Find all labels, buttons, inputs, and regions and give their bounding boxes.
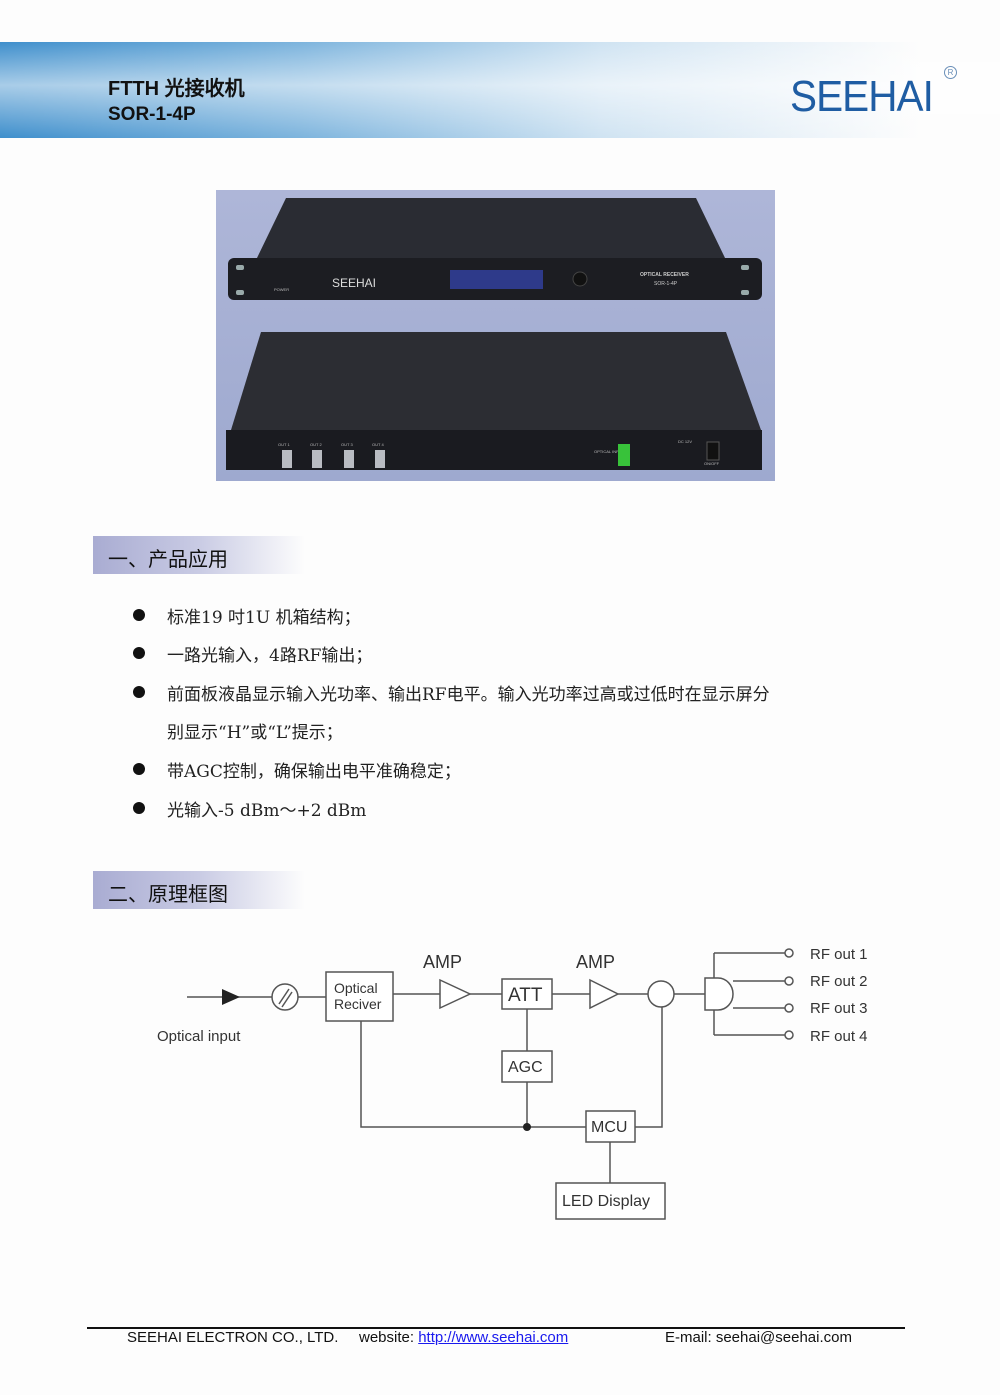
svg-text:AMP: AMP (423, 952, 462, 972)
svg-text:RF out 3: RF out 3 (810, 1000, 868, 1017)
svg-text:LED Display: LED Display (562, 1193, 650, 1210)
splitter-block (704, 977, 734, 1011)
optical-connector (618, 444, 630, 466)
svg-text:OUT 3: OUT 3 (341, 442, 353, 447)
document-title: FTTH 光接收机 (108, 78, 245, 100)
footer-divider (87, 1327, 905, 1329)
input-arrow-icon (222, 989, 240, 1005)
att-block (501, 978, 553, 1010)
product-photo: POWER SEEHAI OPTICAL RECEIVER SOR-1-4P O… (216, 190, 775, 481)
svg-text:OUT 2: OUT 2 (310, 442, 322, 447)
svg-text:AGC: AGC (508, 1059, 543, 1076)
junction-dot (523, 1123, 531, 1131)
svg-text:Optical: Optical (334, 980, 378, 996)
footer-website: website: http://www.seehai.com (359, 1329, 569, 1346)
photodetector-icon (271, 983, 299, 1011)
brand-logo: SEEHAI (790, 72, 934, 121)
svg-text:DC 12V: DC 12V (678, 439, 692, 444)
svg-text:RF out 4: RF out 4 (810, 1028, 868, 1045)
svg-text:RF out 1: RF out 1 (810, 946, 868, 963)
svg-text:Reciver: Reciver (334, 996, 382, 1012)
svg-text:MCU: MCU (591, 1119, 627, 1136)
footer-email: E-mail: seehai@seehai.com (665, 1329, 852, 1346)
svg-text:OUT 4: OUT 4 (372, 442, 384, 447)
model-number: SOR-1-4P (108, 104, 196, 125)
svg-text:OPTICAL INPUT: OPTICAL INPUT (594, 449, 625, 454)
svg-text:AMP: AMP (576, 952, 615, 972)
svg-text:RF out 2: RF out 2 (810, 973, 868, 990)
front-model: SOR-1-4P (654, 281, 678, 287)
website-link[interactable]: http://www.seehai.com (418, 1329, 569, 1346)
optical-input-label: Optical input (157, 1028, 241, 1045)
coupler-circle (647, 980, 675, 1008)
section-heading-application: 一、产品应用 (93, 536, 305, 574)
led-display-block (555, 1182, 666, 1220)
front-brand: SEEHAI (332, 276, 376, 290)
lcd-display (450, 270, 543, 289)
optical-receiver-block (325, 971, 394, 1022)
svg-text:OUT 1: OUT 1 (278, 442, 290, 447)
front-title: OPTICAL RECEIVER (640, 272, 689, 278)
mcu-block (585, 1110, 636, 1143)
header-band (0, 42, 1000, 138)
amp2-triangle (589, 978, 620, 1010)
section-heading-block-diagram: 二、原理框图 (93, 871, 305, 909)
footer-company: SEEHAI ELECTRON CO., LTD. (127, 1329, 339, 1346)
registered-mark-icon: R (944, 66, 957, 79)
svg-text:ATT: ATT (508, 985, 543, 1006)
amp1-triangle (439, 978, 472, 1010)
power-label: POWER (274, 287, 289, 292)
agc-block (501, 1050, 553, 1083)
svg-text:ON/OFF: ON/OFF (704, 461, 720, 466)
